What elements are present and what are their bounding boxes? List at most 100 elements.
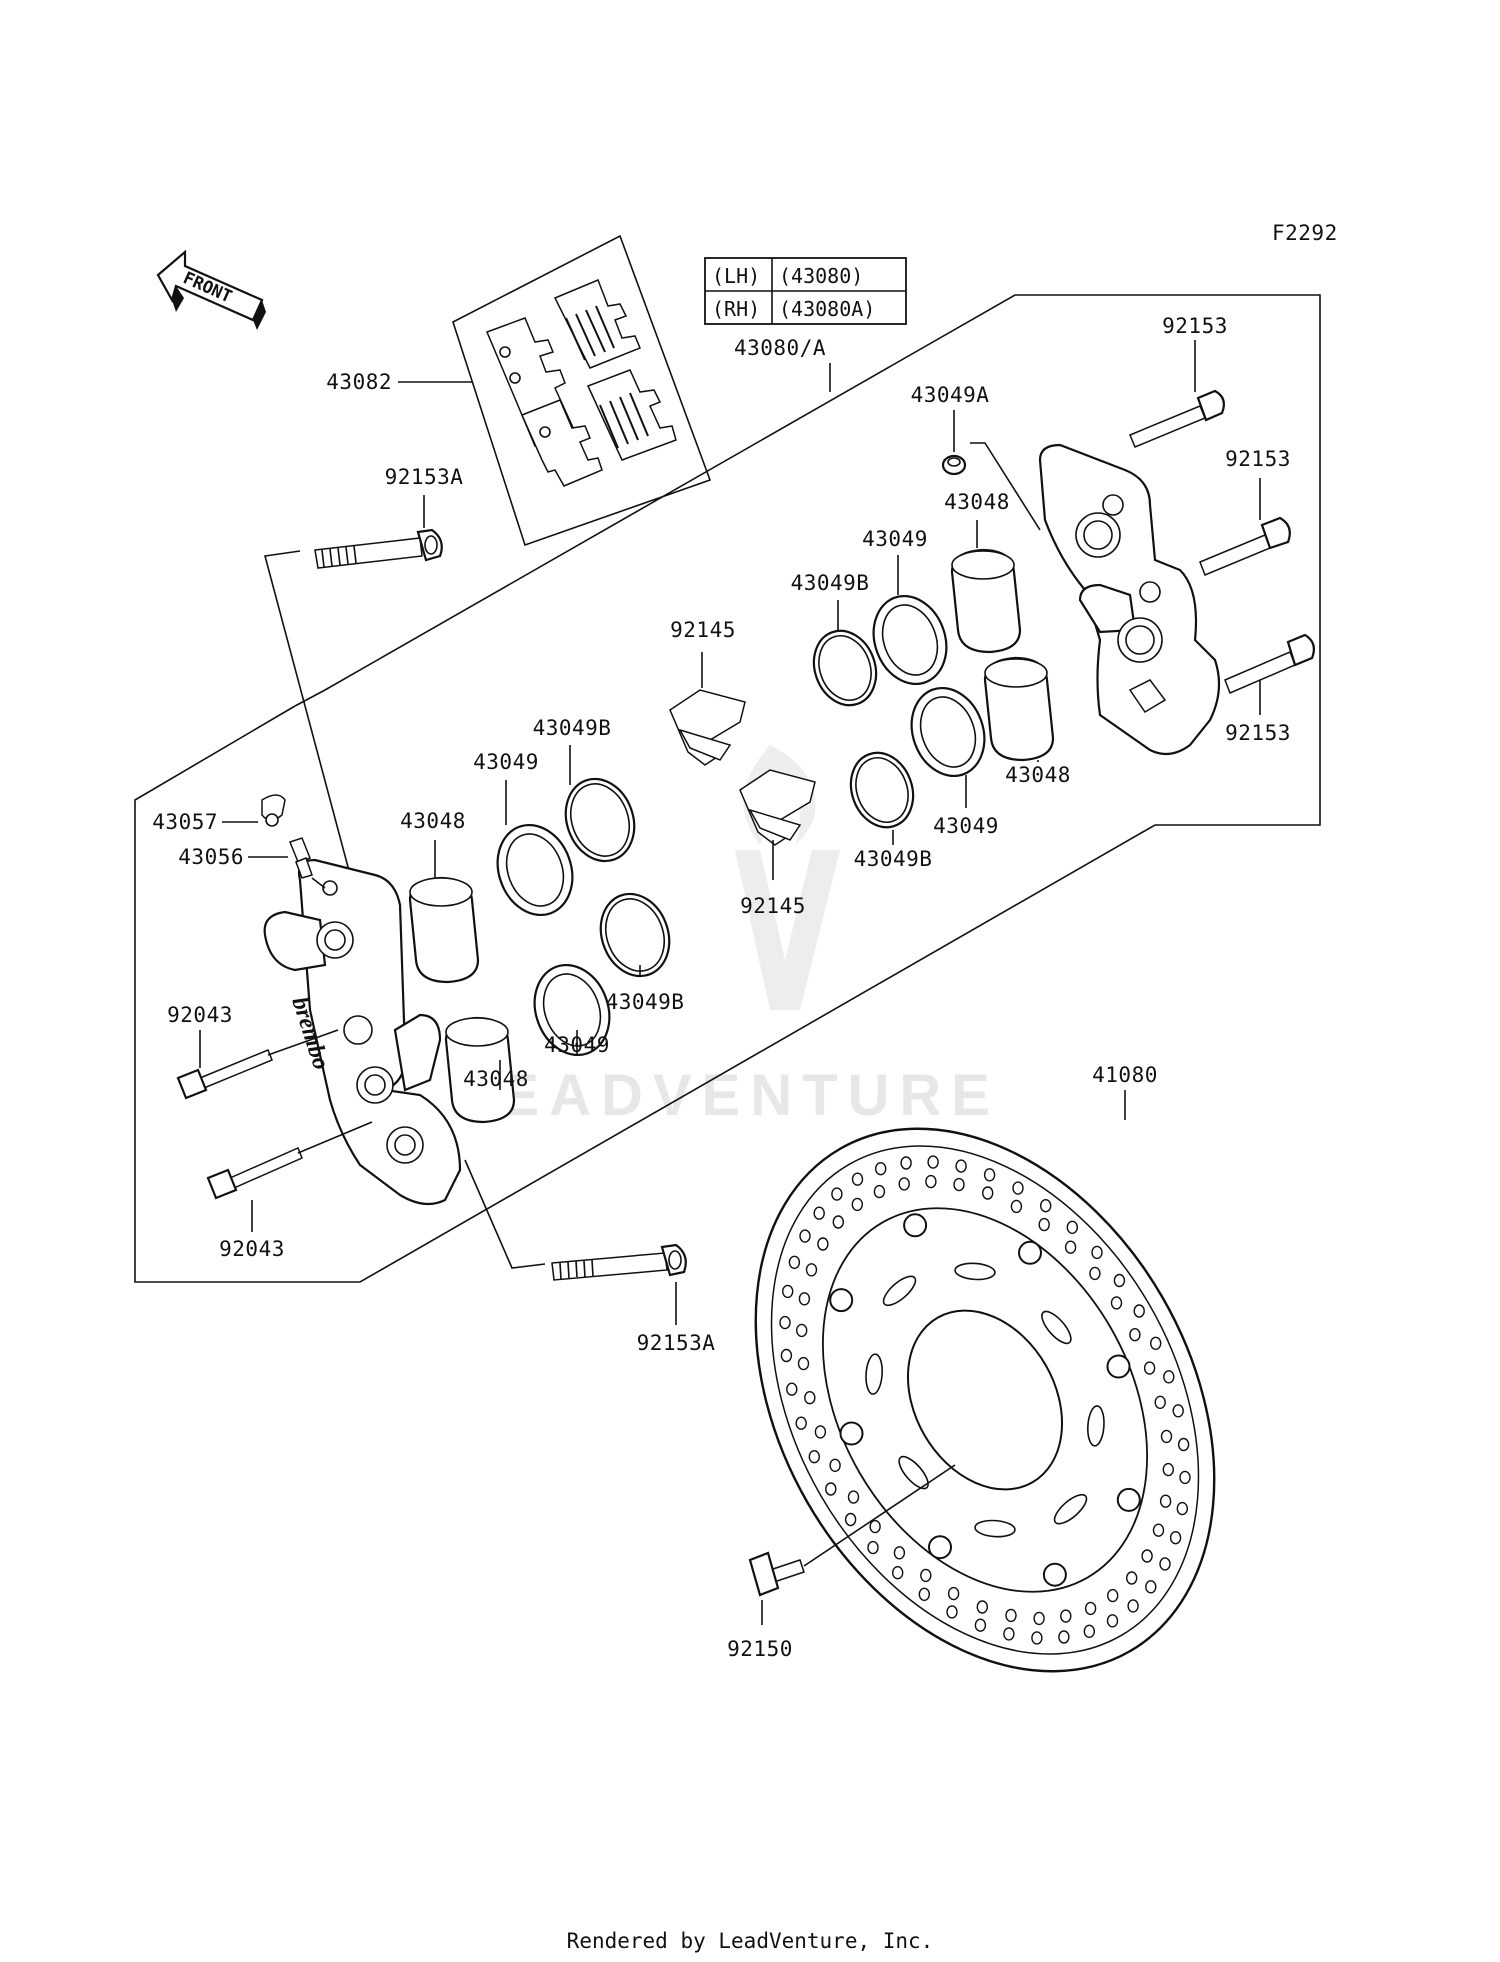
front-arrow-label: FRONT — [180, 268, 235, 307]
label-92153A-lower: 92153A — [637, 1331, 716, 1355]
disc-vent-hole — [851, 1197, 863, 1212]
footer-credit: Rendered by LeadVenture, Inc. — [567, 1929, 934, 1953]
disc-vent-hole — [867, 1540, 879, 1555]
table-part-lh: (43080) — [779, 264, 863, 288]
label-43049B-left-lower: 43049B — [606, 990, 685, 1014]
disc-vent-hole — [946, 1605, 958, 1619]
disc-vent-hole — [804, 1390, 816, 1405]
front-arrow-icon: FRONT — [156, 249, 266, 330]
disc-vent-hole — [798, 1292, 811, 1306]
disc-vent-hole — [1163, 1370, 1175, 1384]
label-43049A: 43049A — [911, 383, 990, 407]
label-43049-left-upper: 43049 — [473, 750, 539, 774]
label-43057: 43057 — [152, 810, 218, 834]
mount-bolt-upper: 92153A — [263, 465, 463, 883]
label-92145-lower: 92145 — [740, 894, 806, 918]
disc-vent-hole — [1113, 1273, 1126, 1288]
disc-vent-hole — [893, 1546, 906, 1560]
disc-vent-hole — [925, 1174, 937, 1189]
mount-bolt-lower: 92153A — [464, 1159, 716, 1355]
disc-vent-hole — [1152, 1523, 1165, 1537]
disc-vent-hole — [782, 1284, 794, 1299]
disc-vent-hole — [1106, 1614, 1119, 1628]
disc-vent-hole — [976, 1600, 988, 1614]
disc-mount-hole — [903, 1213, 928, 1238]
label-92153-low: 92153 — [1225, 721, 1291, 745]
disc-vent-hole — [799, 1229, 811, 1243]
brake-disc: 41080 — [754, 1063, 1216, 1673]
disc-vent-hole — [795, 1416, 807, 1430]
disc-vent-hole — [1143, 1361, 1156, 1375]
disc-vent-hole — [1169, 1530, 1182, 1545]
disc-slot — [974, 1519, 1016, 1538]
disc-vent-hole — [814, 1425, 827, 1439]
pin-bolts-left: 92043 92043 — [167, 1003, 373, 1261]
label-43049-right-upper: 43049 — [862, 527, 928, 551]
disc-vent-hole — [1172, 1404, 1184, 1418]
disc-vent-hole — [869, 1519, 881, 1534]
disc-vent-hole — [847, 1490, 860, 1504]
disc-vent-hole — [1038, 1217, 1050, 1232]
assembly-label: 43080/A — [734, 336, 826, 360]
disc-mount-hole — [1042, 1562, 1067, 1587]
disc-vent-hole — [1066, 1220, 1079, 1235]
label-92145-upper: 92145 — [670, 618, 736, 642]
disc-vent-hole — [808, 1449, 820, 1464]
pad-springs: 92145 92145 — [669, 618, 816, 918]
label-41080: 41080 — [1092, 1063, 1158, 1087]
disc-mount-hole — [839, 1421, 864, 1446]
disc-vent-hole — [920, 1568, 932, 1583]
disc-vent-hole — [1005, 1608, 1017, 1623]
right-pistons-seals: 43049B 43049 43048 43049B 43049 43048 — [791, 490, 1071, 871]
label-43049-right-lower: 43049 — [933, 814, 999, 838]
disc-vent-hole — [832, 1215, 844, 1229]
disc-vent-hole — [947, 1586, 960, 1601]
disc-vent-hole — [953, 1177, 965, 1192]
label-43049B-right-upper: 43049B — [791, 571, 870, 595]
disc-vent-hole — [1154, 1395, 1166, 1410]
label-43049-left-lower: 43049 — [544, 1033, 610, 1057]
disc-vent-hole — [786, 1382, 798, 1396]
disc-vent-hole — [796, 1323, 808, 1338]
disc-vent-hole — [1089, 1266, 1101, 1281]
label-43048-left-upper: 43048 — [400, 809, 466, 833]
label-43048-right-upper: 43048 — [944, 490, 1010, 514]
figure-code: F2292 — [1272, 221, 1338, 245]
disc-mount-hole — [928, 1535, 952, 1560]
label-43048-left-lower: 43048 — [463, 1067, 529, 1091]
disc-vent-hole — [875, 1161, 887, 1176]
disc-vent-hole — [1177, 1437, 1190, 1452]
disc-vent-hole — [1159, 1557, 1171, 1571]
watermark-text: LEADVENTURE — [455, 1063, 1000, 1128]
disc-vent-hole — [1160, 1429, 1173, 1444]
disc-bolt: 92150 — [727, 1464, 956, 1661]
label-92153-top: 92153 — [1162, 314, 1228, 338]
disc-vent-hole — [1031, 1631, 1043, 1645]
disc-vent-hole — [780, 1348, 793, 1363]
caliper-table: (LH) (43080) (RH) (43080A) 43080/A — [704, 257, 907, 392]
disc-vent-hole — [1083, 1624, 1096, 1639]
disc-mount-hole — [1106, 1354, 1131, 1379]
disc-vent-hole — [1162, 1462, 1175, 1477]
label-43056: 43056 — [178, 845, 244, 869]
disc-vent-hole — [1058, 1630, 1070, 1644]
disc-vent-hole — [1149, 1336, 1162, 1351]
disc-slot — [1041, 1310, 1072, 1345]
disc-slot — [954, 1262, 996, 1281]
disc-vent-hole — [805, 1263, 818, 1277]
label-92043-upper: 92043 — [167, 1003, 233, 1027]
label-92153-mid: 92153 — [1225, 447, 1291, 471]
disc-slot — [1087, 1405, 1105, 1447]
disc-vent-hole — [851, 1172, 864, 1186]
bleeder-parts: 43057 43056 — [152, 794, 326, 889]
label-43082: 43082 — [326, 370, 392, 394]
disc-vent-hole — [982, 1186, 994, 1200]
disc-slot — [865, 1353, 883, 1395]
disc-slot — [1053, 1493, 1088, 1525]
disc-vent-hole — [1129, 1327, 1141, 1342]
disc-mount-holes — [829, 1213, 1141, 1587]
disc-vent-hole — [1012, 1181, 1024, 1195]
disc-vent-hole — [1033, 1611, 1045, 1626]
disc-vent-hole — [813, 1206, 825, 1220]
disc-mount-hole — [829, 1288, 854, 1313]
